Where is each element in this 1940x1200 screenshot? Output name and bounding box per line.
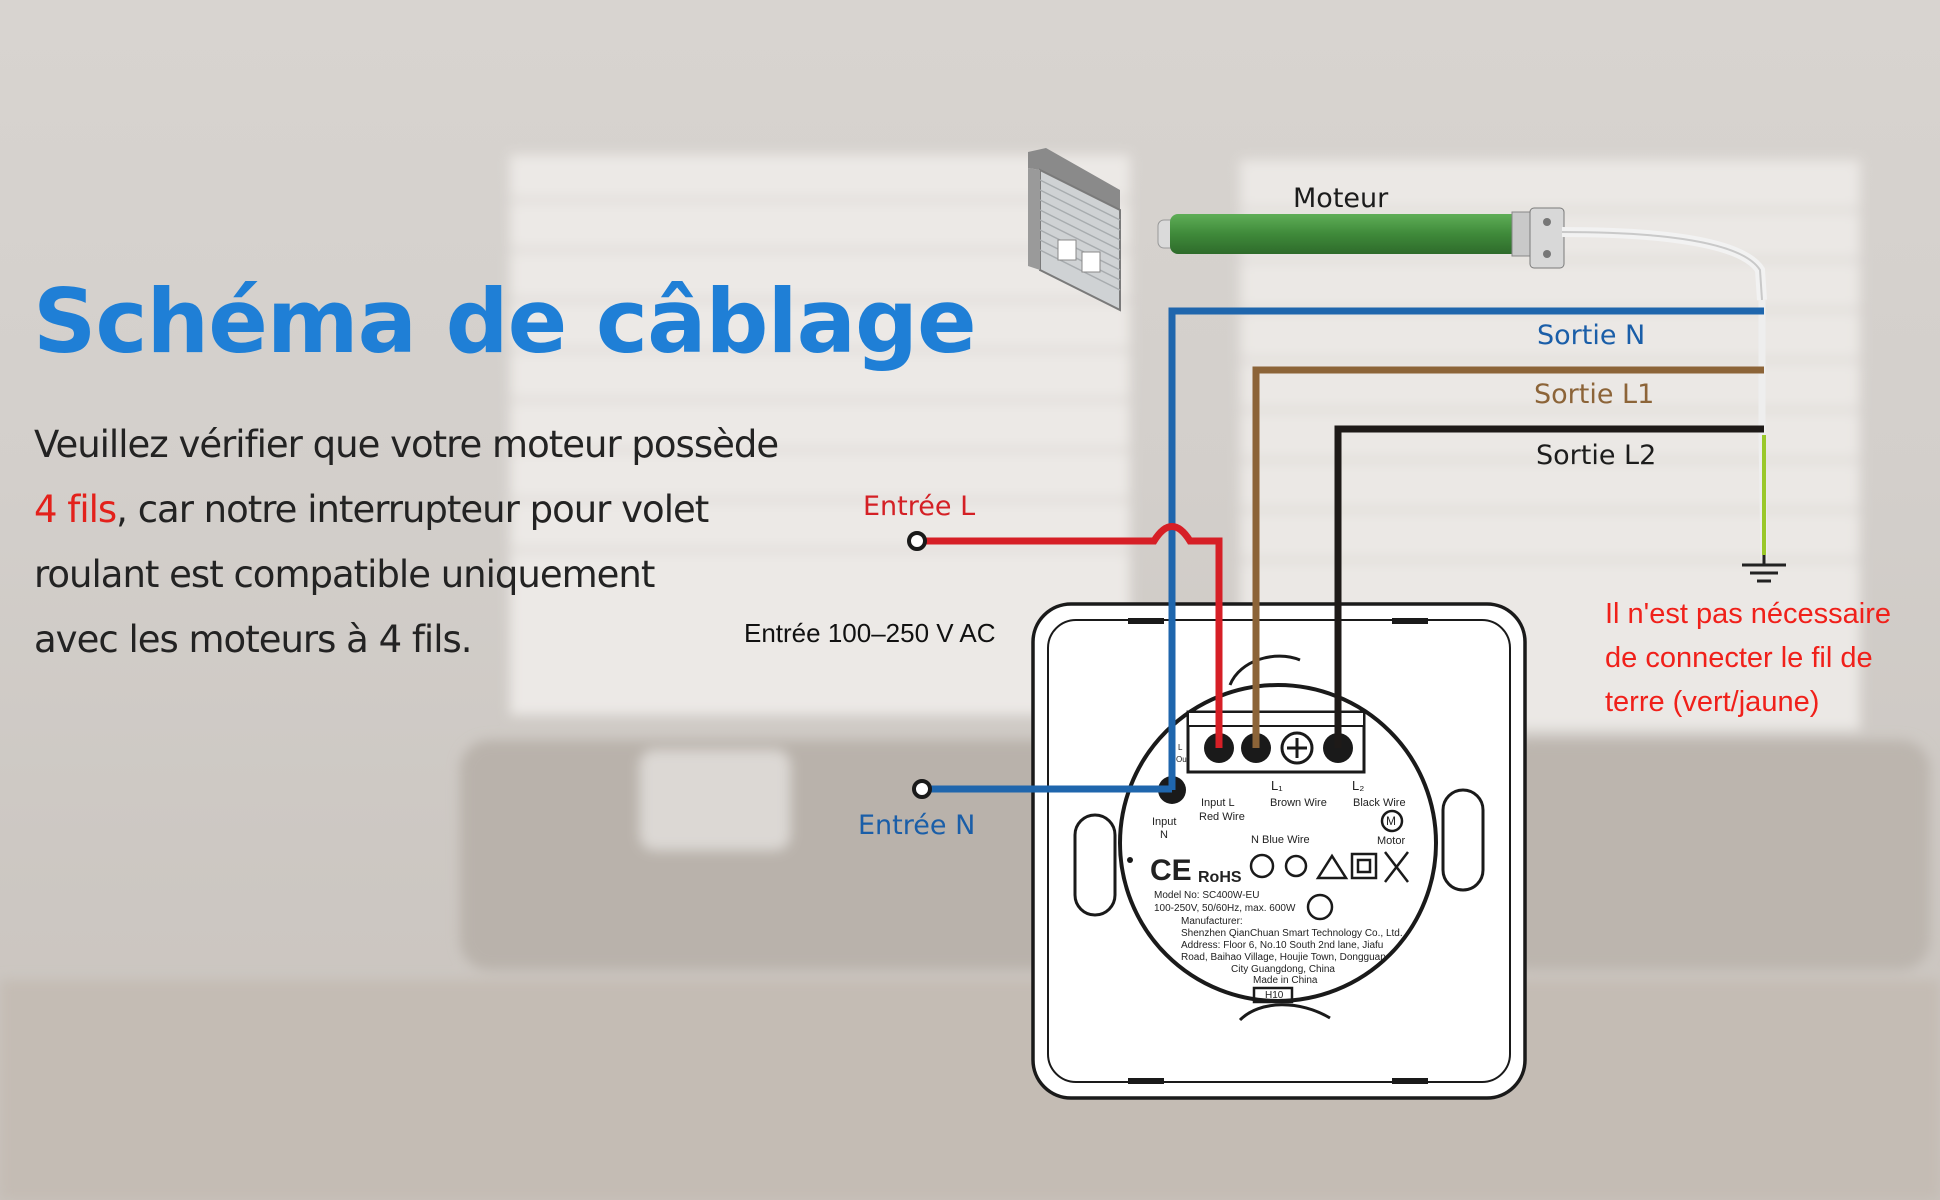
output-l2-label: Sortie L2 (1536, 440, 1657, 471)
output-l1-label: Sortie L1 (1534, 379, 1655, 410)
input-n-label: Input (1152, 816, 1176, 828)
four-wires-highlight: 4 fils (34, 488, 117, 531)
roller-shutter-icon (1028, 148, 1121, 312)
wire-output-l1 (1252, 366, 1764, 748)
ce-mark: CE (1150, 854, 1192, 887)
terminal-out-label: Out (1176, 755, 1190, 764)
motor-tube (1157, 207, 1565, 269)
l1-label: L₁ (1271, 778, 1283, 793)
ground-note: Il n'est pas nécessaire de connecter le … (1605, 592, 1891, 724)
address-line-2: Road, Baihao Village, Houjie Town, Dongg… (1181, 952, 1386, 963)
device-markings: L Out Input L Red Wire L₁ Brown Wire L₂ … (1150, 743, 1406, 1001)
input-voltage-label: Entrée 100–250 V AC (744, 618, 996, 648)
manufacturer: Shenzhen QianChuan Smart Technology Co.,… (1181, 928, 1403, 939)
l1-wire-label: Brown Wire (1270, 797, 1327, 809)
input-l-label: Entrée L (863, 491, 976, 522)
output-n-label: Sortie N (1537, 320, 1646, 351)
description-line-2-rest: , car notre interrupteur pour volet (116, 488, 709, 531)
address-line-1: Address: Floor 6, No.10 South 2nd lane, … (1181, 940, 1383, 951)
device-code: H10 (1265, 990, 1284, 1001)
description-line-2: 4 fils, car notre interrupteur pour vole… (34, 477, 814, 542)
l2-label: L₂ (1352, 778, 1364, 793)
ground-note-line-3: terre (vert/jaune) (1605, 686, 1820, 718)
ground-symbol-icon (1742, 555, 1786, 583)
wire-input-l (920, 523, 1223, 748)
input-n-label-2: N (1160, 829, 1168, 841)
motor-label: Moteur (1293, 183, 1389, 214)
model-number: Model No: SC400W-EU (1154, 890, 1259, 901)
page-title: Schéma de câblage (33, 270, 977, 373)
ground-note-line-2: de connecter le fil de (1605, 642, 1873, 674)
description-line-4: avec les moteurs à 4 fils. (34, 618, 473, 661)
input-l-terminal-dot (907, 531, 927, 551)
manufacturer-heading: Manufacturer: (1181, 916, 1243, 927)
address-line-3: City Guangdong, China (1231, 964, 1335, 975)
input-l-label: Input L (1201, 797, 1235, 809)
input-n-label: Entrée N (858, 810, 976, 841)
input-n-terminal-dot (912, 779, 932, 799)
made-in: Made in China (1253, 975, 1318, 986)
description-line-1: Veuillez vérifier que votre moteur possè… (34, 423, 779, 466)
wire-output-l2 (1334, 425, 1764, 748)
n-wire-label: N Blue Wire (1251, 834, 1310, 846)
wire-output-n (1168, 307, 1764, 790)
rohs-mark: RoHS (1198, 869, 1242, 886)
description: Veuillez vérifier que votre moteur possè… (34, 412, 814, 672)
l2-wire-label: Black Wire (1353, 797, 1406, 809)
description-line-3: roulant est compatible uniquement (34, 553, 655, 596)
switch-back-plate (1031, 602, 1527, 1100)
certification-icons (1249, 809, 1409, 1004)
rating: 100-250V, 50/60Hz, max. 600W (1154, 903, 1296, 914)
input-l-wire-label: Red Wire (1199, 811, 1245, 823)
terminal-l-label: L (1178, 743, 1183, 752)
ground-note-line-1: Il n'est pas nécessaire (1605, 598, 1892, 630)
motor-label: Motor (1377, 835, 1405, 847)
motor-symbol: M (1386, 814, 1396, 828)
